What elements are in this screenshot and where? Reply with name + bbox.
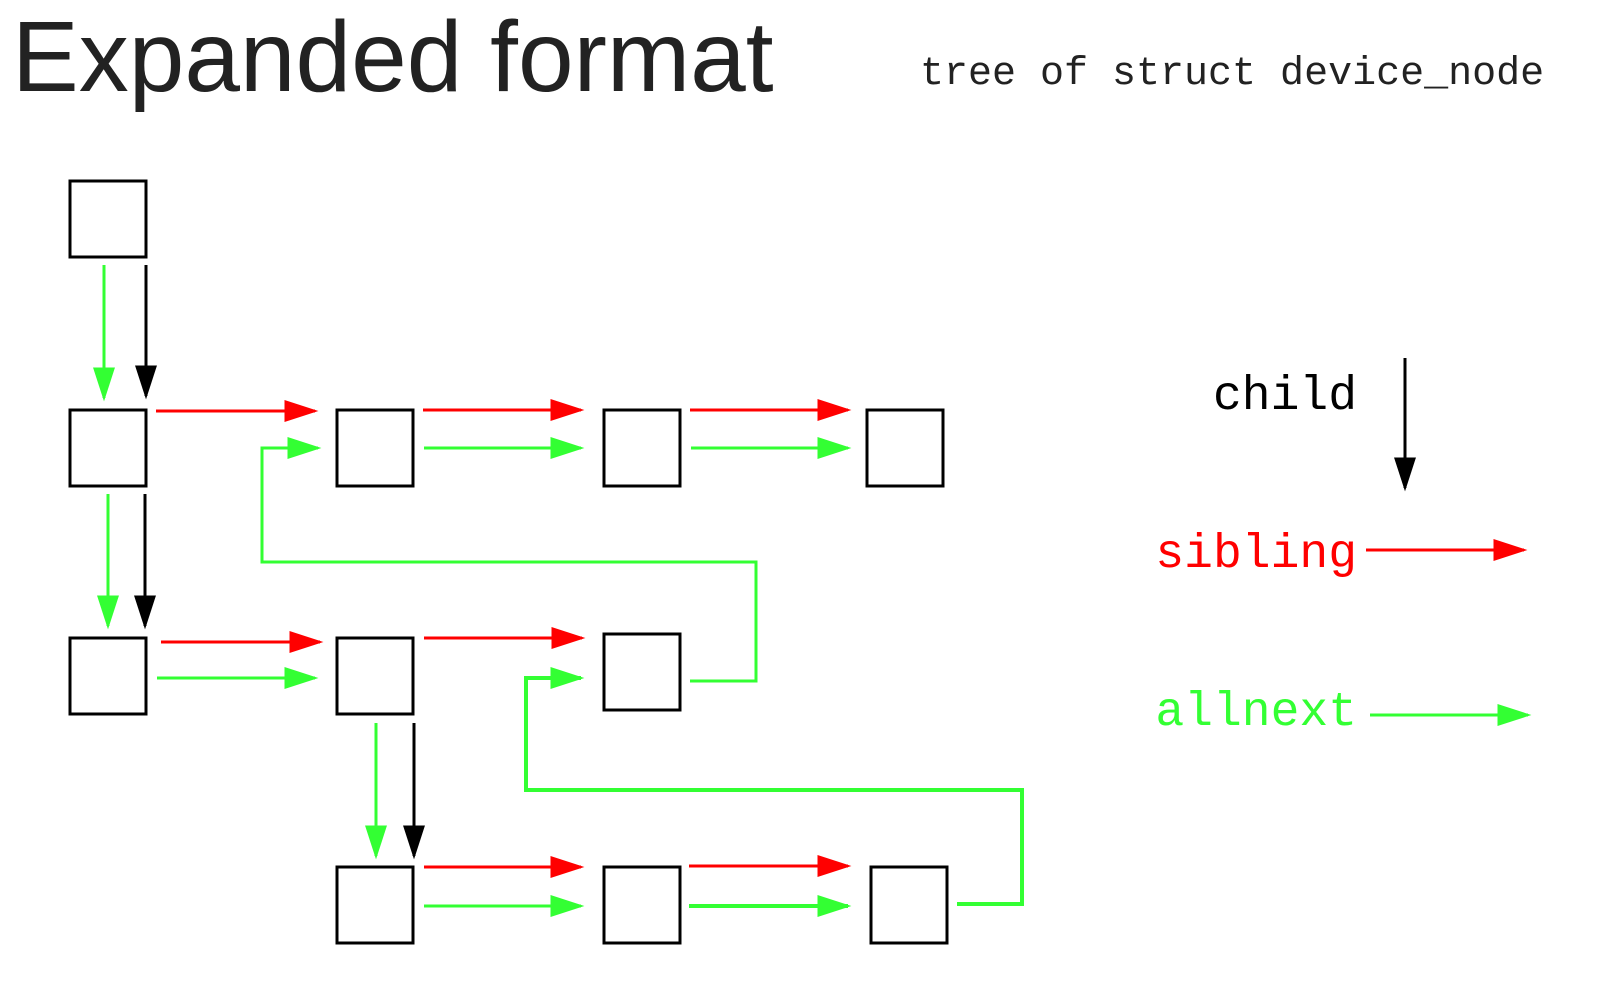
device-node-r1c3 <box>865 408 945 488</box>
device-node-r1c2 <box>602 408 682 488</box>
legend-sibling-label: sibling <box>1155 528 1357 582</box>
device-node-r3c1 <box>335 865 415 945</box>
device-node-r3c3 <box>869 865 949 945</box>
edges-layer <box>93 265 1024 917</box>
device-node-r1c1 <box>335 408 415 488</box>
allnext-arrow-r2c2-to-r1c1 <box>260 437 758 683</box>
device-node-r3c2 <box>602 865 682 945</box>
legend-arrows <box>1366 358 1532 726</box>
legend-allnext-label: allnext <box>1155 686 1357 740</box>
page-subtitle: tree of struct device_node <box>920 52 1545 97</box>
device-node-r2c1 <box>335 636 415 716</box>
nodes-layer <box>68 179 949 945</box>
device-node-r1c0 <box>68 408 148 488</box>
legend-child-label: child <box>1212 370 1357 424</box>
device-node-root <box>68 179 148 259</box>
device-node-r2c0 <box>68 636 148 716</box>
allnext-arrow-r3c3-to-r2c2 <box>524 667 1024 906</box>
page-title: Expanded format <box>12 1 774 113</box>
device-node-r2c2 <box>602 632 682 712</box>
